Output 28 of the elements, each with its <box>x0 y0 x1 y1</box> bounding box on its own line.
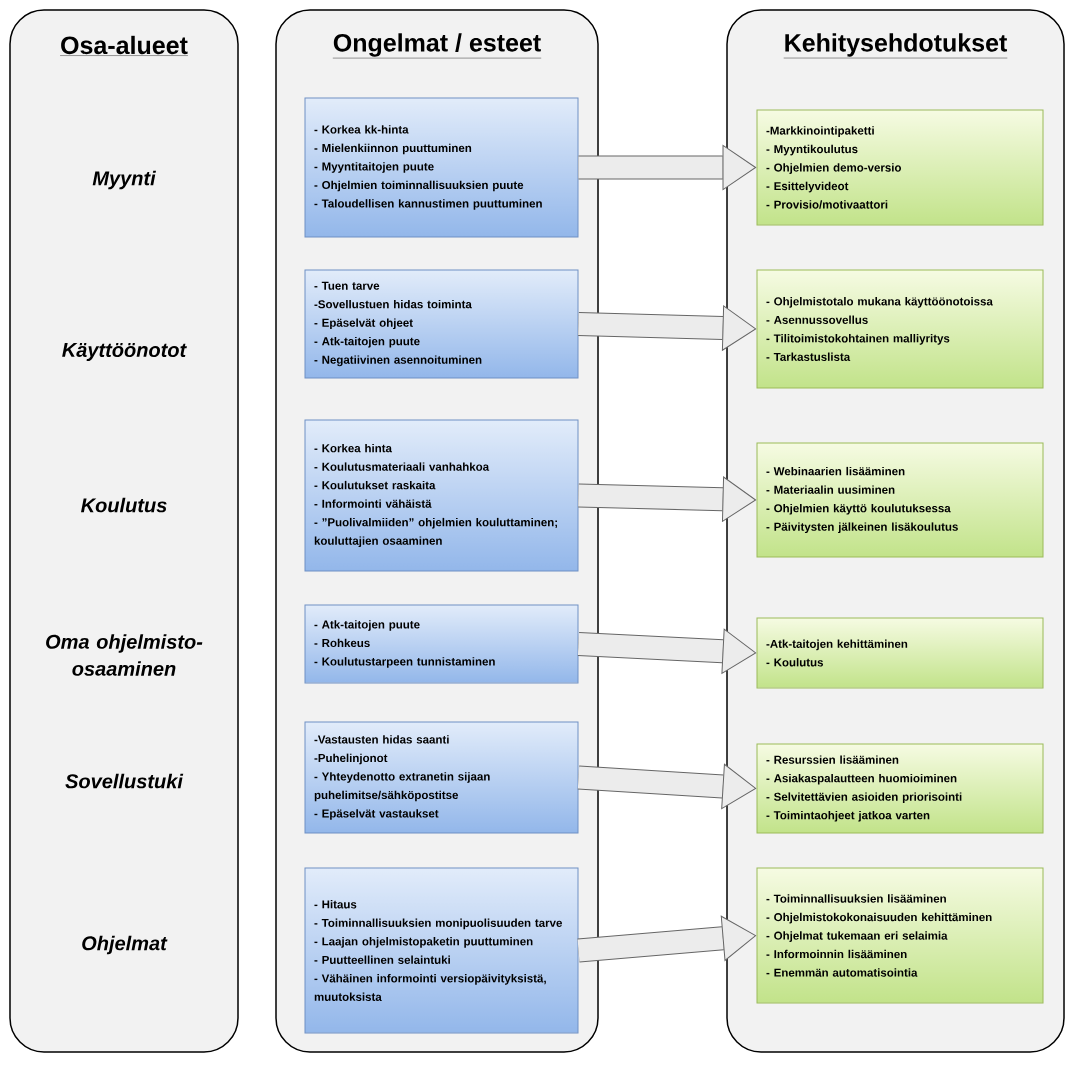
column-panel <box>9 9 239 1053</box>
list-box: -Atk-taitojen kehittäminen - Koulutus <box>756 617 1044 689</box>
list-box: - Atk-taitojen puute - Rohkeus - Koulutustarpeen tunnistaminen <box>304 604 579 684</box>
block-arrow <box>577 915 757 963</box>
block-arrow <box>577 628 757 674</box>
column-heading: Ongelmat / esteet <box>332 33 542 59</box>
list-box: - Korkea hinta - Koulutusmateriaali vanhahkoa - Koulutukset raskaita - Informointi vähäistä - ”Puolivalmiiden” ohjelmien kouluttaminen; kouluttajien osaaminen <box>304 419 579 572</box>
row-label: Myynti <box>92 170 156 190</box>
row-label: Sovellustuki <box>65 773 184 789</box>
list-box: - Webinaarien lisääminen - Materiaalin uusiminen - Ohjelmien käyttö koulutuksessa - Päivitysten jälkeinen lisäkoulutus <box>756 442 1044 558</box>
list-box: -Vastausten hidas saanti -Puhelinjonot - Yhteydenotto extranetin sijaan puhelimitse/sähköpostitse - Epäselvät vastaukset <box>304 721 579 834</box>
list-box: - Korkea kk-hinta - Mielenkiinnon puuttuminen - Myyntitaitojen puute - Ohjelmien toiminnallisuuksien puute - Taloudellisen kannustimen puuttuminen <box>304 97 579 238</box>
list-box: - Toiminnallisuuksien lisääminen - Ohjelmistokokonaisuuden kehittäminen - Ohjelmat tukemaan eri selaimia - Informoinnin lisääminen - Enemmän automatisointia <box>756 867 1044 1004</box>
list-box: -Markkinointipaketti - Myyntikoulutus - Ohjelmien demo-versio - Esittelyvideot - Provisio/motivaattori <box>756 109 1044 226</box>
list-box: - Ohjelmistotalo mukana käyttöönotoissa - Asennussovellus - Tilitoimistokohtainen malliyritys - Tarkastuslista <box>756 269 1044 389</box>
list-box: - Resurssien lisääminen - Asiakaspalautteen huomioiminen - Selvitettävien asioiden priorisointi - Toimintaohjeet jatkoa varten <box>756 743 1044 834</box>
column-heading: Kehitysehdotukset <box>783 33 1008 59</box>
row-label: Käyttöönotot <box>62 343 187 361</box>
row-label: Oma ohjelmisto-osaaminen <box>46 634 203 676</box>
block-arrow <box>578 305 757 351</box>
block-arrow <box>577 763 757 810</box>
block-arrow <box>578 144 757 191</box>
list-box: - Hitaus - Toiminnallisuuksien monipuolisuuden tarve - Laajan ohjelmistopaketin puuttuminen - Puutteellinen selaintuki - Vähäinen informointi versiopäivityksistä, muutoksista <box>304 867 579 1034</box>
row-label: Koulutus <box>81 497 167 513</box>
row-label: Ohjelmat <box>82 935 168 955</box>
column-heading: Osa-alueet <box>59 35 189 56</box>
block-arrow <box>578 476 757 522</box>
list-box: - Tuen tarve -Sovellustuen hidas toiminta - Epäselvät ohjeet - Atk-taitojen puute - Negatiivinen asennoituminen <box>304 269 579 379</box>
